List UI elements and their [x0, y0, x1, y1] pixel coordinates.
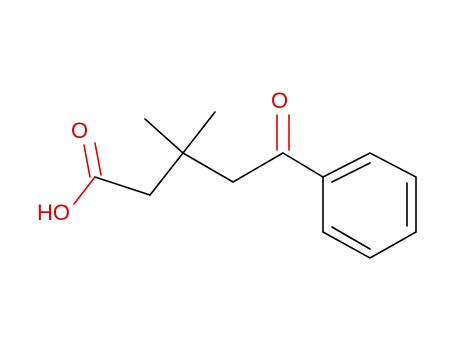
bond-acid-double-a [83, 144, 91, 178]
bond-acid-single [73, 176, 96, 205]
bond-c5-phenyl [282, 152, 324, 178]
hydroxyl-label: HO [37, 200, 70, 225]
phenyl-inner-bond-3 [331, 226, 371, 250]
ketone-oxygen-label: O [271, 88, 288, 113]
phenyl-inner-bond-1 [331, 162, 371, 183]
bond-c3-methyl-b [182, 111, 216, 154]
phenyl-ring [322, 152, 417, 259]
bond-c2-c3 [149, 152, 184, 196]
carbonyl-oxygen-label: O [71, 118, 88, 143]
bond-acid-double-b [94, 142, 102, 176]
bond-c1-c2 [94, 176, 151, 196]
bond-c4-c5 [232, 152, 284, 183]
bond-c3-methyl-a [144, 118, 184, 154]
bond-c3-c4 [182, 152, 234, 183]
